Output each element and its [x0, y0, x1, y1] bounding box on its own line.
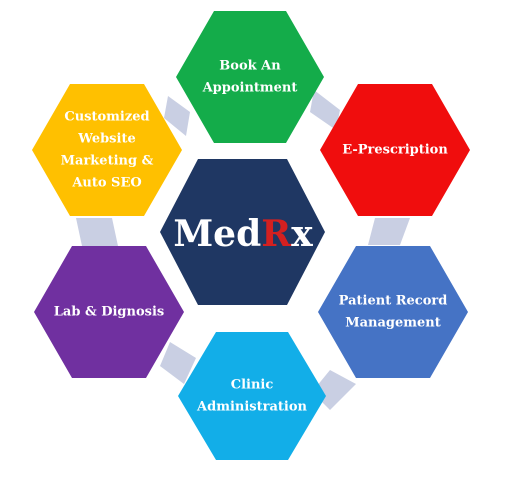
module-hexagon: [318, 246, 468, 378]
module-hexagon: [176, 11, 324, 143]
module-label-line: Website: [77, 132, 135, 147]
module-label-line: Marketing &: [61, 154, 154, 169]
module-hexagons: Book An AppointmentE-PrescriptionPatient …: [32, 11, 470, 460]
brand-text-med: Med: [173, 213, 261, 255]
module-label-line: E-Prescription: [342, 143, 448, 158]
module-hexagon: [320, 84, 470, 216]
module-label-line: Appointment: [202, 81, 298, 96]
connector-1: [310, 90, 340, 130]
brand-text-x: x: [291, 213, 313, 255]
brand-text-r: R: [261, 213, 292, 255]
connector-4: [160, 342, 196, 384]
module-1: Book An Appointment: [176, 11, 324, 143]
module-label-line: Customized: [64, 110, 149, 125]
center-hexagon-group: MedRx: [160, 159, 325, 305]
brand-logo: MedRx: [173, 213, 313, 255]
connector-2: [368, 218, 410, 245]
center-hexagon: [160, 159, 325, 305]
module-label-line: Book An: [219, 59, 281, 74]
module-label-line: Lab & Dignosis: [54, 305, 164, 320]
module-label-line: Auto SEO: [71, 176, 141, 191]
module-hexagon: [34, 246, 184, 378]
module-2: E-Prescription: [320, 84, 470, 216]
module-hexagon: [178, 332, 326, 460]
module-hexagon: [32, 84, 182, 216]
module-label-line: Management: [345, 316, 441, 331]
module-5: Lab & Dignosis: [34, 246, 184, 378]
connector-6: [164, 96, 190, 136]
connector-5: [76, 218, 118, 246]
module-label-line: Patient Record: [339, 294, 448, 309]
module-label-line: Administration: [196, 400, 307, 415]
module-label-line: Clinic: [231, 378, 274, 393]
